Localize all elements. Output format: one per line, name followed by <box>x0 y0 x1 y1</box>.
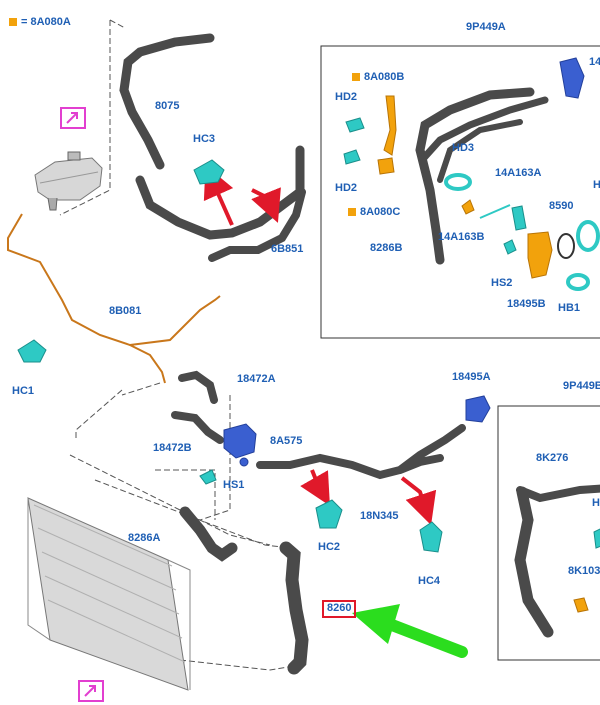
part-label-14a163a[interactable]: 14A163A <box>495 167 542 179</box>
part-label-8k103[interactable]: 8K103 <box>568 565 600 577</box>
legend-text: = 8A080A <box>21 16 71 28</box>
orange-marker-8a080b <box>352 73 360 81</box>
part-label-8k276[interactable]: 8K276 <box>536 452 569 464</box>
part-label-h-partial-2[interactable]: H <box>592 497 600 509</box>
valve-8a575 <box>223 423 257 467</box>
part-label-8a575[interactable]: 8A575 <box>270 435 303 447</box>
part-label-hs1[interactable]: HS1 <box>223 479 245 491</box>
orange-marker-8a080c <box>348 208 356 216</box>
part-label-18472a[interactable]: 18472A <box>237 373 276 385</box>
part-label-6b851[interactable]: 6B851 <box>271 243 304 255</box>
part-label-hd2-top[interactable]: HD2 <box>335 91 358 103</box>
part-label-8075[interactable]: 8075 <box>155 100 180 112</box>
part-label-18495b[interactable]: 18495B <box>507 298 546 310</box>
part-label-14a163b[interactable]: 14A163B <box>438 231 485 243</box>
vent-line-8b081 <box>7 213 221 384</box>
part-label-hc2[interactable]: HC2 <box>318 541 341 553</box>
part-label-8286a[interactable]: 8286A <box>128 532 161 544</box>
part-label-hc3[interactable]: HC3 <box>193 133 216 145</box>
part-label-8590[interactable]: 8590 <box>549 200 574 212</box>
part-label-hc4[interactable]: HC4 <box>418 575 441 587</box>
arrow-icon <box>66 112 78 124</box>
part-label-hc1[interactable]: HC1 <box>12 385 35 397</box>
hose-18472b <box>171 411 224 444</box>
part-label-hs2[interactable]: HS2 <box>491 277 513 289</box>
panel-title-9p449a: 9P449A <box>466 21 506 33</box>
hose-8286a <box>179 506 238 562</box>
part-label-18495a[interactable]: 18495A <box>452 371 491 383</box>
radiator <box>27 497 191 691</box>
panel-9p449a-parts <box>343 57 600 291</box>
callout-arrow-hc4 <box>400 476 437 526</box>
callout-arrow-hc3-left <box>203 165 234 226</box>
part-label-hd3[interactable]: HD3 <box>452 142 475 154</box>
part-label-8a080c[interactable]: 8A080C <box>360 206 401 218</box>
part-label-8b081[interactable]: 8B081 <box>109 305 142 317</box>
hose-6b851 <box>208 188 306 262</box>
part-label-hb1[interactable]: HB1 <box>558 302 581 314</box>
part-label-8a080b[interactable]: 8A080B <box>364 71 405 83</box>
clip-hs1 <box>199 469 217 485</box>
coolant-reservoir <box>34 151 103 211</box>
clamp-hc3 <box>193 159 225 185</box>
part-label-18n345[interactable]: 18N345 <box>360 510 399 522</box>
pointer-arrow-green <box>352 604 468 658</box>
clamp-hc4 <box>419 521 443 553</box>
hose-8260 <box>279 541 309 675</box>
link-arrow-icon-reservoir[interactable] <box>60 107 86 129</box>
hose-8075 <box>119 33 305 240</box>
detail-panel-9p449a <box>320 45 600 339</box>
clamp-hc2 <box>315 499 343 529</box>
hose-18n345 <box>256 424 466 480</box>
part-label-8260: 8260 <box>327 602 352 614</box>
link-arrow-icon-radiator[interactable] <box>78 680 104 702</box>
part-label-h-partial-1[interactable]: H <box>593 179 600 191</box>
detail-panel-9p449b <box>497 405 600 661</box>
hose-18472a <box>178 370 218 404</box>
arrow-icon <box>84 685 96 697</box>
part-label-18472b[interactable]: 18472B <box>153 442 192 454</box>
part-label-hd2-bottom[interactable]: HD2 <box>335 182 358 194</box>
clamp-hc1 <box>17 339 47 363</box>
callout-arrow-hc3-right <box>251 187 281 223</box>
panel-title-9p449b: 9P449B <box>563 380 600 392</box>
part-label-8286b[interactable]: 8286B <box>370 242 403 254</box>
highlight-box-8260[interactable]: 8260 <box>322 600 356 618</box>
legend-swatch <box>9 18 17 26</box>
valve-18495a <box>465 395 491 423</box>
panel-9p449b-parts <box>514 484 600 638</box>
part-label-14-partial[interactable]: 14 <box>589 56 600 68</box>
callout-arrow-hc2 <box>300 469 330 506</box>
